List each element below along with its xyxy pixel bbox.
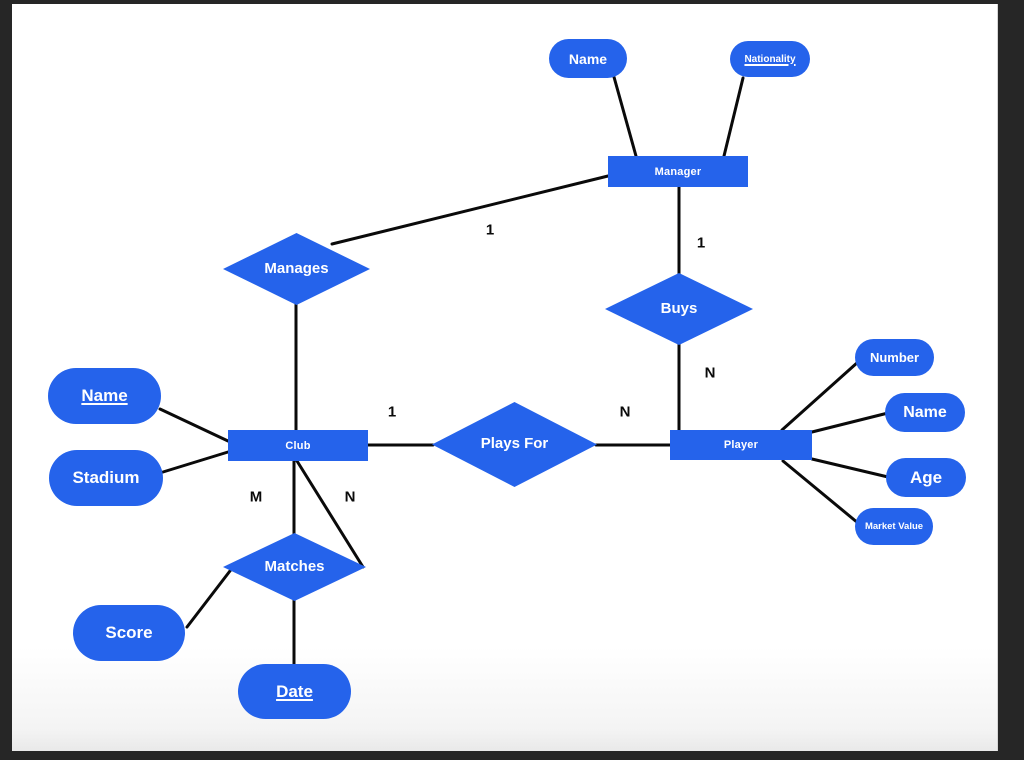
relationship-buys-label: Buys	[660, 299, 698, 317]
cardinality-manager-buys: 1	[696, 234, 706, 252]
relationship-matches-label: Matches	[264, 557, 325, 575]
cardinality-club-matches-n: N	[344, 488, 356, 506]
attribute-player-market-value[interactable]: Market Value	[855, 508, 933, 545]
window-frame-left	[0, 0, 12, 760]
attribute-player-number[interactable]: Number	[855, 339, 934, 376]
attribute-player-age[interactable]: Age	[886, 458, 966, 497]
attribute-manager-nationality[interactable]: Nationality	[730, 41, 810, 77]
attribute-player-name[interactable]: Name	[885, 393, 965, 432]
attribute-club-stadium[interactable]: Stadium	[49, 450, 163, 506]
window-frame-top	[0, 0, 1024, 4]
attribute-club-name[interactable]: Name	[48, 368, 161, 424]
cardinality-manages-manager: 1	[485, 221, 495, 239]
cardinality-club-matches-m: M	[249, 488, 263, 506]
cardinality-club-plays-for: 1	[387, 403, 397, 421]
entity-player[interactable]: Player	[670, 430, 812, 460]
attribute-matches-date[interactable]: Date	[238, 664, 351, 719]
relationship-manages-label: Manages	[264, 259, 329, 277]
entity-manager[interactable]: Manager	[608, 156, 748, 187]
relationship-plays-for-label: Plays For	[480, 435, 549, 453]
window-frame-right	[999, 0, 1024, 760]
cardinality-plays-for-player: N	[619, 403, 631, 421]
window-frame-bottom	[0, 751, 1024, 760]
attribute-matches-score[interactable]: Score	[73, 605, 185, 661]
cardinality-buys-player: N	[704, 364, 716, 382]
attribute-manager-name[interactable]: Name	[549, 39, 627, 78]
entity-club[interactable]: Club	[228, 430, 368, 461]
